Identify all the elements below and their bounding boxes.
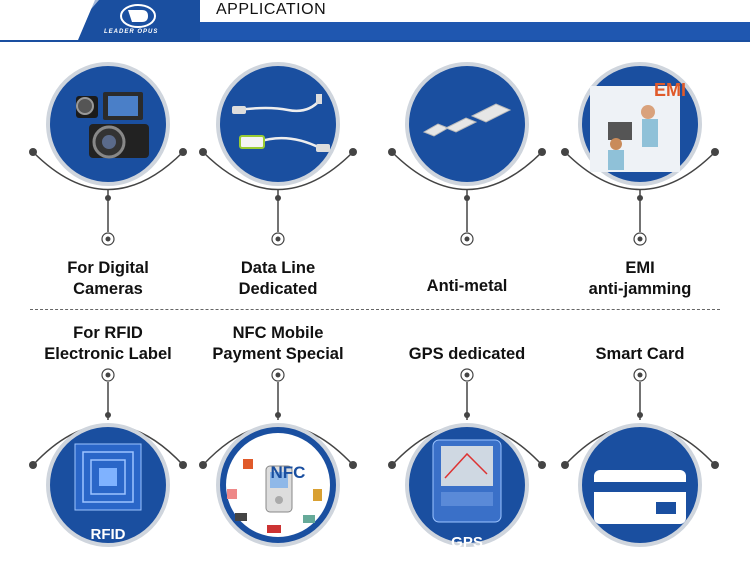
label-line2: Dedicated <box>238 280 318 298</box>
label-line1: For Digital <box>67 259 149 277</box>
label-line2: Electronic Label <box>44 345 172 363</box>
label-line1: Anti-metal <box>426 277 508 295</box>
application-card-cameras: For Digital Cameras <box>23 62 193 302</box>
label-line1: Smart Card <box>595 345 685 363</box>
application-card-data-line: Data Line Dedicated <box>193 62 363 302</box>
label-line1: EMI <box>625 259 655 277</box>
nfc-badge: NFC <box>270 463 306 482</box>
rfid-chip-icon <box>74 443 142 511</box>
label-line2: anti-jamming <box>588 280 692 298</box>
application-card-nfc: NFC Mobile Payment Special NFC <box>193 320 363 565</box>
emi-icon <box>590 86 680 172</box>
application-card-gps: GPS dedicated GPS <box>382 320 552 565</box>
gps-badge: GPS <box>451 534 483 551</box>
camera-icon <box>76 92 149 159</box>
gps-device-icon <box>432 439 502 523</box>
nfc-app-icons <box>227 459 322 533</box>
row-divider <box>30 309 720 310</box>
logo-text: LEADER OPUS <box>104 29 159 35</box>
label-line2: Payment Special <box>212 345 344 363</box>
label-line1: GPS dedicated <box>408 345 526 363</box>
application-card-smart-card: Smart Card <box>555 320 725 565</box>
rfid-badge: RFID <box>90 526 126 543</box>
page-title: APPLICATION <box>216 1 327 18</box>
circle-frame <box>388 62 546 246</box>
application-card-rfid: For RFID Electronic Label RFID <box>23 320 193 565</box>
header-background <box>0 0 750 42</box>
label-line1: Data Line <box>240 259 316 277</box>
header-bar: LEADER OPUS APPLICATION <box>0 0 750 42</box>
smart-card-icon <box>594 470 686 524</box>
nfc-phone-icon <box>265 465 293 513</box>
application-card-emi: EMI EMI anti-jamming <box>555 62 725 302</box>
emi-badge: EMI <box>653 80 686 100</box>
cable-icon <box>232 94 330 152</box>
logo-icon <box>120 4 156 28</box>
label-line1: For RFID <box>73 324 143 342</box>
circle-frame <box>561 368 719 547</box>
label-line1: NFC Mobile <box>232 324 324 342</box>
circle-frame <box>199 62 357 246</box>
application-card-anti-metal: Anti-metal <box>382 62 552 302</box>
label-line2: Cameras <box>73 280 143 298</box>
ferrite-sheet-icon <box>422 103 512 137</box>
